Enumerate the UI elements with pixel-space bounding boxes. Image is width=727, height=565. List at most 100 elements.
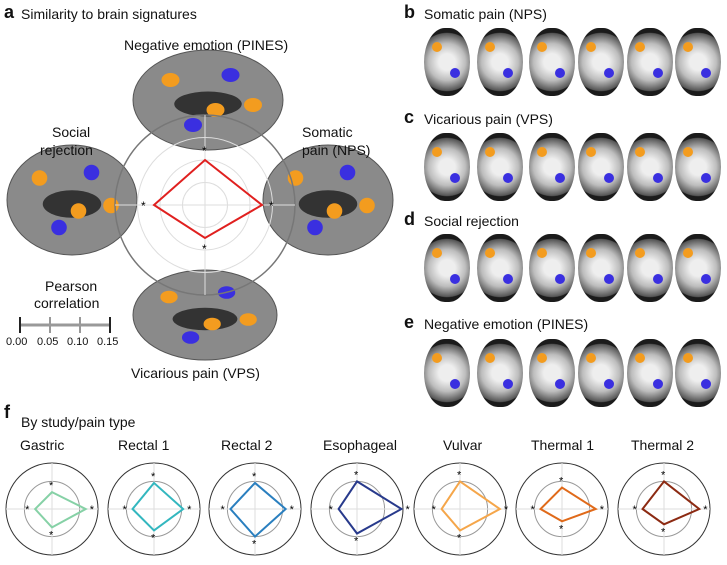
brain-vicarious-pain xyxy=(132,269,278,361)
radar-3-star-0: * xyxy=(354,469,359,481)
radar-6-star-0: * xyxy=(661,469,666,481)
brain-slice-1-1 xyxy=(477,133,523,201)
radar-3-inner xyxy=(328,480,386,538)
legend-title-line2: correlation xyxy=(34,295,100,311)
label-somatic-line2: pain (NPS) xyxy=(302,142,371,158)
radar-title-rectal2: Rectal 2 xyxy=(221,437,273,453)
brain-slice-1-0 xyxy=(424,133,470,201)
brain-negative-emotion-activation-0 xyxy=(161,73,180,87)
brain-social-rejection-core xyxy=(42,190,102,218)
brain-slice-1-2 xyxy=(529,133,575,201)
brain-social-rejection-activation-1 xyxy=(83,164,100,181)
radar-4-inner xyxy=(431,480,489,538)
brain-slice-3-0 xyxy=(424,339,470,407)
radar-main-star-3: * xyxy=(141,199,146,213)
radar-4-star-3: * xyxy=(432,504,437,516)
panel-c-title: Vicarious pain (VPS) xyxy=(424,111,553,127)
brain-slice-0-0 xyxy=(424,28,470,96)
radar-2-star-2: * xyxy=(252,539,257,551)
radar-1-star-2: * xyxy=(151,532,156,544)
brain-slice-1-4 xyxy=(627,133,673,201)
brain-slice-2-0 xyxy=(424,234,470,302)
brain-vicarious-pain-activation-2 xyxy=(239,313,257,326)
radar-title-esophageal: Esophageal xyxy=(323,437,397,453)
radar-2-star-3: * xyxy=(220,504,225,516)
radar-0-polygon xyxy=(33,490,88,529)
radar-3-star-3: * xyxy=(329,504,334,516)
radar-2-outer xyxy=(208,462,302,556)
brain-slice-0-2 xyxy=(529,28,575,96)
brain-slice-1-5 xyxy=(675,133,721,201)
radar-2-star-0: * xyxy=(252,471,257,483)
radar-title-gastric: Gastric xyxy=(20,437,65,453)
legend-title-line1: Pearson xyxy=(45,278,98,294)
radar-2-polygon xyxy=(229,481,288,539)
brain-slice-3-3 xyxy=(578,339,624,407)
radar-grid-1 xyxy=(159,159,251,251)
radar-main-star-1: * xyxy=(269,199,274,213)
panel-f-title: By study/pain type xyxy=(21,414,136,430)
brain-vicarious-pain-core xyxy=(172,307,238,331)
legend-tick-1: 0.05 xyxy=(37,336,59,348)
radar-title-thermal2: Thermal 2 xyxy=(631,437,695,453)
brain-social-rejection-activation-4 xyxy=(70,203,87,219)
brain-slice-3-5 xyxy=(675,339,721,407)
brain-slice-0-3 xyxy=(578,28,624,96)
brain-somatic-pain-core xyxy=(298,190,358,218)
legend-tick-0: 0.00 xyxy=(6,336,28,348)
radar-3-star-1: * xyxy=(405,504,410,516)
radar-5-star-3: * xyxy=(531,504,536,516)
label-somatic-line1: Somatic xyxy=(302,124,353,140)
radar-main-star-0: * xyxy=(202,144,207,158)
radar-4-star-0: * xyxy=(457,469,462,481)
radar-1-star-3: * xyxy=(123,504,128,516)
radar-5-star-0: * xyxy=(559,476,564,488)
panel-e-letter: e xyxy=(404,312,415,332)
radar-2-inner xyxy=(226,480,284,538)
radar-main-polygon xyxy=(152,158,264,240)
brain-vicarious-pain-activation-0 xyxy=(160,290,178,304)
brain-negative-emotion xyxy=(132,49,284,151)
radar-5-star-2: * xyxy=(559,523,564,535)
brain-somatic-pain-activation-1 xyxy=(339,164,356,181)
radar-6-star-2: * xyxy=(661,526,666,538)
radar-1-star-1: * xyxy=(187,504,192,516)
brain-somatic-pain xyxy=(262,144,394,256)
radar-0-star-2: * xyxy=(49,529,54,541)
brain-slice-2-4 xyxy=(627,234,673,302)
panel-c-letter: c xyxy=(404,107,415,127)
legend-tick-2: 0.10 xyxy=(67,336,89,348)
brain-slice-1-3 xyxy=(578,133,624,201)
brain-social-rejection xyxy=(6,144,138,256)
brain-somatic-pain-activation-2 xyxy=(359,197,375,214)
radar-0-outer xyxy=(5,462,99,556)
brain-slice-2-1 xyxy=(477,234,523,302)
radar-5-outer xyxy=(515,462,609,556)
radar-1-polygon xyxy=(131,481,185,532)
brain-slice-0-4 xyxy=(627,28,673,96)
radar-6-inner xyxy=(635,480,693,538)
label-negative-emotion: Negative emotion (PINES) xyxy=(124,37,289,53)
brain-slice-3-1 xyxy=(477,339,523,407)
panel-d-letter: d xyxy=(404,209,415,229)
brain-slice-2-2 xyxy=(529,234,575,302)
radar-0-inner xyxy=(23,480,81,538)
panel-d-title: Social rejection xyxy=(424,213,519,229)
radar-1-inner xyxy=(125,480,183,538)
brain-vicarious-pain-activation-3 xyxy=(181,331,200,344)
radar-outer-circle xyxy=(114,114,296,296)
brain-social-rejection-activation-3 xyxy=(51,219,67,236)
brain-negative-emotion-activation-1 xyxy=(221,68,240,82)
brain-somatic-pain-activation-4 xyxy=(326,203,343,219)
radar-3-outer xyxy=(310,462,404,556)
radar-4-star-2: * xyxy=(457,532,462,544)
brain-negative-emotion-activation-3 xyxy=(184,118,202,132)
brain-somatic-pain-activation-3 xyxy=(307,219,323,236)
radar-3-polygon xyxy=(337,480,404,535)
brain-slice-3-2 xyxy=(529,339,575,407)
radar-1-outer xyxy=(107,462,201,556)
radar-main-star-2: * xyxy=(202,242,207,256)
label-vicarious-pain: Vicarious pain (VPS) xyxy=(131,365,260,381)
radar-grid-2 xyxy=(137,137,273,273)
